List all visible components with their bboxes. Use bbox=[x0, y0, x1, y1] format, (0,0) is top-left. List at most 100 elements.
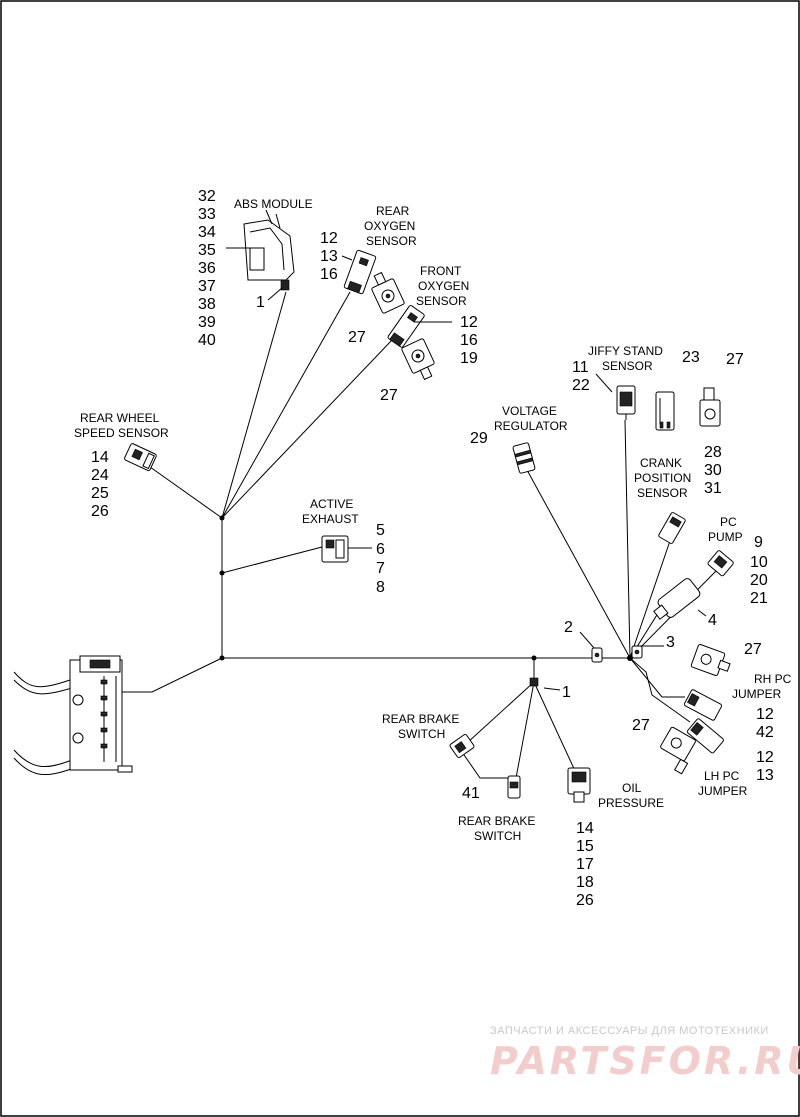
abs-module-label-group: ABS MODULE bbox=[234, 197, 313, 211]
callout: 12 bbox=[320, 230, 338, 247]
callout: 30 bbox=[704, 462, 722, 479]
oil-pressure-connector bbox=[567, 767, 591, 803]
callout: 27 bbox=[744, 641, 762, 658]
callout: 2 bbox=[564, 619, 573, 636]
callout: 14 bbox=[576, 820, 594, 837]
callout: 1 bbox=[256, 294, 265, 311]
pc-pump-label-line: PC bbox=[720, 515, 737, 529]
callout: 14 bbox=[91, 449, 109, 466]
rear-brake-switch-bottom-label-line: SWITCH bbox=[474, 829, 521, 843]
jiffy-stand-label-line: SENSOR bbox=[602, 359, 653, 373]
callout: 32 bbox=[198, 188, 216, 205]
crank-position-connector bbox=[658, 512, 686, 544]
front-oxygen-label-group: FRONT OXYGEN SENSOR 12 16 19 27 bbox=[380, 264, 478, 404]
rear-oxygen-clip bbox=[371, 271, 405, 314]
rear-brake-switch-label-group: REAR BRAKE SWITCH 41 REAR BRAKE SWITCH bbox=[382, 712, 535, 843]
crank-position-label-line: CRANK bbox=[640, 456, 682, 470]
rh-pc-clip bbox=[690, 643, 731, 677]
callout: 31 bbox=[704, 480, 722, 497]
callout: 12 bbox=[756, 706, 774, 723]
active-exhaust-label-line: EXHAUST bbox=[302, 512, 359, 526]
branch-4-module bbox=[653, 578, 707, 620]
oil-pressure-label-line: PRESSURE bbox=[598, 796, 664, 810]
rear-brake-switch-top-connector bbox=[449, 733, 475, 759]
front-oxygen-label-line: FRONT bbox=[420, 264, 462, 278]
callout: 6 bbox=[376, 541, 385, 558]
jiffy-stand-clip bbox=[699, 387, 721, 427]
oil-pressure-label-line: OIL bbox=[622, 781, 642, 795]
rear-brake-switch-top-label-line: REAR BRAKE bbox=[382, 712, 459, 726]
callout: 21 bbox=[750, 590, 768, 607]
callout: 35 bbox=[198, 242, 216, 259]
callout: 4 bbox=[708, 612, 717, 629]
junction-dots bbox=[219, 515, 633, 661]
callout: 16 bbox=[320, 266, 338, 283]
callout: 42 bbox=[756, 724, 774, 741]
abs-module-drawing bbox=[234, 209, 295, 291]
node-callouts: 4 2 3 1 bbox=[562, 612, 717, 701]
rear-oxygen-label-line: OXYGEN bbox=[364, 219, 415, 233]
leader-lines bbox=[226, 247, 664, 691]
rear-wheel-speed-label-group: REAR WHEEL SPEED SENSOR 14 24 25 26 bbox=[74, 411, 169, 520]
active-exhaust-label-group: ACTIVE EXHAUST 5 6 7 8 bbox=[302, 497, 385, 596]
crank-position-label-group: CRANK POSITION SENSOR 28 30 31 bbox=[634, 444, 722, 500]
front-oxygen-clip bbox=[401, 338, 435, 381]
crank-position-label-line: SENSOR bbox=[637, 486, 688, 500]
front-oxygen-label-line: SENSOR bbox=[416, 294, 467, 308]
abs-module-label: ABS MODULE bbox=[234, 197, 313, 211]
callout: 12 bbox=[756, 749, 774, 766]
pc-pump-label-group: PC PUMP 9 10 20 21 bbox=[708, 515, 768, 607]
watermark-logo: PARTSFOR.RU bbox=[490, 1039, 800, 1083]
callout: 40 bbox=[198, 332, 216, 349]
lh-pc-clip bbox=[660, 726, 696, 775]
jiffy-stand-cap bbox=[655, 391, 675, 431]
callout: 11 bbox=[572, 359, 589, 376]
rear-oxygen-connector bbox=[343, 249, 377, 295]
callout: 9 bbox=[754, 534, 763, 551]
lh-pc-jumper-label-line: JUMPER bbox=[698, 784, 748, 798]
callout: 24 bbox=[91, 467, 109, 484]
rear-wheel-speed-label-line: REAR WHEEL bbox=[80, 411, 160, 425]
abs-callout-list: 32 33 34 35 36 37 38 39 40 1 bbox=[198, 188, 265, 349]
lh-pc-jumper-connector bbox=[686, 718, 724, 754]
rear-brake-switch-bottom-label-line: REAR BRAKE bbox=[458, 814, 535, 828]
callout: 5 bbox=[376, 522, 385, 539]
oil-pressure-label-group: OIL PRESSURE 14 15 17 18 26 bbox=[576, 781, 664, 909]
watermark: ЗАПЧАСТИ И АКСЕССУАРЫ ДЛЯ МОТОТЕХНИКИ PA… bbox=[490, 1025, 800, 1083]
callout: 16 bbox=[460, 332, 478, 349]
callout: 13 bbox=[756, 767, 774, 784]
rh-pc-jumper-label-line: JUMPER bbox=[732, 687, 782, 701]
rear-brake-switch-bottom-connector bbox=[507, 775, 521, 799]
rear-wheel-speed-label-line: SPEED SENSOR bbox=[74, 426, 169, 440]
watermark-tagline: ЗАПЧАСТИ И АКСЕССУАРЫ ДЛЯ МОТОТЕХНИКИ bbox=[490, 1025, 769, 1037]
callout: 15 bbox=[576, 838, 594, 855]
voltage-regulator-label-line: VOLTAGE bbox=[502, 404, 557, 418]
lh-pc-jumper-label-group: 27 12 13 LH PC JUMPER bbox=[632, 717, 774, 798]
rh-pc-jumper-connector bbox=[683, 689, 723, 721]
callout: 3 bbox=[666, 634, 675, 651]
callout: 10 bbox=[750, 554, 768, 571]
callout: 26 bbox=[91, 503, 109, 520]
callout: 27 bbox=[726, 351, 744, 368]
crank-position-label-line: POSITION bbox=[634, 471, 691, 485]
voltage-regulator-connector bbox=[512, 442, 536, 474]
rear-wheel-speed-connector bbox=[124, 443, 157, 472]
callout: 33 bbox=[198, 206, 216, 223]
callout: 23 bbox=[682, 349, 700, 366]
callout: 36 bbox=[198, 260, 216, 277]
callout: 1 bbox=[562, 684, 571, 701]
callout: 34 bbox=[198, 224, 216, 241]
rear-oxygen-label-group: REAR OXYGEN SENSOR 12 13 16 27 bbox=[320, 204, 417, 346]
callout: 22 bbox=[572, 377, 590, 394]
callout: 18 bbox=[576, 874, 594, 891]
jiffy-stand-label-group: JIFFY STAND SENSOR 11 22 23 27 bbox=[572, 344, 744, 394]
pc-pump-label-line: PUMP bbox=[708, 530, 743, 544]
callout: 28 bbox=[704, 444, 722, 461]
front-oxygen-label-line: OXYGEN bbox=[418, 279, 469, 293]
rear-brake-switch-top-label-line: SWITCH bbox=[398, 727, 445, 741]
callout: 37 bbox=[198, 278, 216, 295]
callout: 8 bbox=[376, 579, 385, 596]
lh-pc-jumper-label-line: LH PC bbox=[704, 769, 740, 783]
